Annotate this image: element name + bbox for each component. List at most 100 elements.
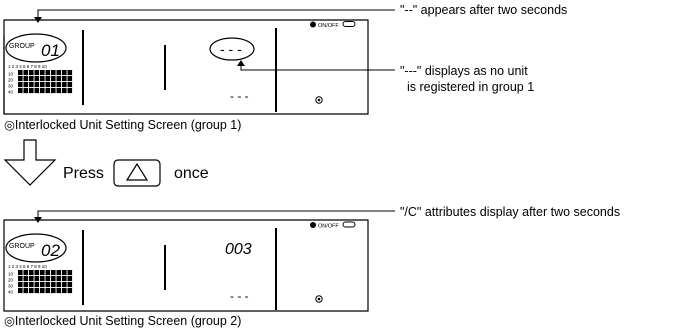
bottom-display: - - - xyxy=(230,289,249,303)
grid-cell xyxy=(34,270,40,276)
unit-grid xyxy=(18,270,73,294)
grid-cell xyxy=(23,288,29,294)
indicator-ring xyxy=(315,295,323,303)
indicator-dot xyxy=(317,98,321,102)
down-arrow-icon xyxy=(3,139,57,186)
grid-cell xyxy=(29,76,34,82)
arrow-head xyxy=(237,60,245,66)
grid-cell xyxy=(29,88,34,94)
grid-cell xyxy=(45,270,51,276)
grid-cell xyxy=(29,276,34,282)
grid-cell xyxy=(62,276,67,282)
press-label: Press xyxy=(63,165,104,182)
grid-cell xyxy=(40,282,45,288)
grid-cell xyxy=(56,76,62,82)
grid-cell xyxy=(62,288,67,294)
grid-cell xyxy=(34,88,40,94)
grid-cell xyxy=(51,70,56,76)
grid-cell xyxy=(56,288,62,294)
indicator-dot xyxy=(317,297,321,301)
grid-cell xyxy=(18,70,23,76)
grid-cell xyxy=(56,276,62,282)
caption-screen-2: ◎Interlocked Unit Setting Screen (group … xyxy=(4,314,241,328)
grid-cell xyxy=(34,82,40,88)
unit-grid xyxy=(18,70,73,94)
leader-line xyxy=(37,210,395,220)
grid-cell xyxy=(45,82,51,88)
grid-cell xyxy=(67,270,73,276)
grid-cell xyxy=(45,76,51,82)
grid-cell xyxy=(56,70,62,76)
grid-cell xyxy=(23,276,29,282)
grid-cell xyxy=(29,70,34,76)
grid-cell xyxy=(67,282,73,288)
grid-row-label: 40 xyxy=(8,290,14,295)
center-display: - - - xyxy=(220,41,242,57)
grid-column-numbers: 1 2 3 4 5 6 7 8 9 10 xyxy=(8,64,47,69)
lcd-panel-group-1: ON/OFF GROUP 01 1 2 3 4 5 6 7 8 9 10 10 … xyxy=(3,19,369,115)
caption-screen-1: ◎Interlocked Unit Setting Screen (group … xyxy=(4,118,241,132)
group-ellipse xyxy=(5,33,67,63)
arrow-head xyxy=(34,217,42,223)
separator-line xyxy=(275,228,277,310)
leader-line xyxy=(240,64,395,71)
up-button-icon xyxy=(113,159,161,187)
press-once-label: once xyxy=(174,165,209,182)
grid-row-label: 30 xyxy=(8,284,14,289)
group-ellipse xyxy=(5,233,67,263)
group-label: GROUP xyxy=(9,43,35,50)
grid-cell xyxy=(23,76,29,82)
grid-cell xyxy=(18,76,23,82)
grid-cell xyxy=(45,282,51,288)
onoff-button xyxy=(342,221,356,228)
grid-cell xyxy=(18,276,23,282)
grid-cell xyxy=(34,70,40,76)
bottom-display: - - - xyxy=(230,89,249,103)
grid-cell xyxy=(56,282,62,288)
grid-cell xyxy=(56,270,62,276)
grid-cell xyxy=(40,82,45,88)
annotation-attributes: "/C" attributes display after two second… xyxy=(400,205,620,219)
annotation-top: "--" appears after two seconds xyxy=(400,3,567,17)
grid-cell xyxy=(45,88,51,94)
grid-cell xyxy=(40,288,45,294)
separator-line xyxy=(82,30,84,105)
grid-cell xyxy=(67,288,73,294)
grid-cell xyxy=(45,70,51,76)
grid-cell xyxy=(29,282,34,288)
grid-cell xyxy=(34,282,40,288)
grid-cell xyxy=(56,88,62,94)
grid-cell xyxy=(45,276,51,282)
onoff-label: ON/OFF xyxy=(318,224,339,230)
grid-cell xyxy=(67,88,73,94)
grid-cell xyxy=(62,76,67,82)
grid-row-label: 40 xyxy=(8,90,14,95)
annotation-no-unit-line-2: is registered in group 1 xyxy=(407,80,534,94)
separator-line xyxy=(164,245,166,290)
grid-cell xyxy=(34,276,40,282)
grid-cell xyxy=(18,288,23,294)
power-icon xyxy=(310,21,316,28)
grid-cell xyxy=(18,82,23,88)
onoff-button xyxy=(342,21,356,27)
grid-cell xyxy=(67,70,73,76)
group-label: GROUP xyxy=(9,243,35,250)
grid-cell xyxy=(45,288,51,294)
grid-cell xyxy=(67,82,73,88)
grid-cell xyxy=(51,288,56,294)
grid-cell xyxy=(40,276,45,282)
group-number: 02 xyxy=(41,241,60,260)
grid-row-label: 10 xyxy=(8,72,14,77)
separator-line xyxy=(82,230,84,305)
grid-row-label: 20 xyxy=(8,78,14,83)
annotation-no-unit-line-1: "---" displays as no unit xyxy=(400,64,528,78)
arrow-head xyxy=(34,17,42,23)
grid-cell xyxy=(62,88,67,94)
grid-row-label: 30 xyxy=(8,84,14,89)
power-icon xyxy=(310,222,316,228)
triangle-up-icon xyxy=(125,162,149,181)
grid-cell xyxy=(18,88,23,94)
grid-column-numbers: 1 2 3 4 5 6 7 8 9 10 xyxy=(8,264,47,269)
grid-cell xyxy=(34,288,40,294)
